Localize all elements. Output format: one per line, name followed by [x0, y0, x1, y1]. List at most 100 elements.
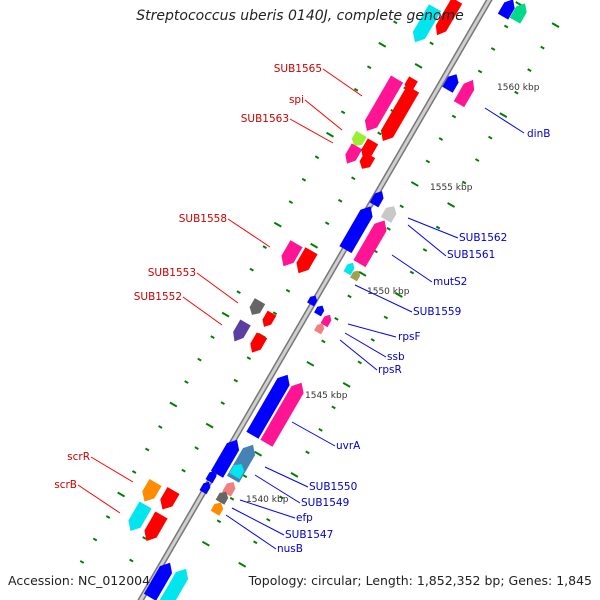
tick-mark	[399, 204, 404, 209]
tick-mark	[197, 357, 202, 362]
tick-mark	[246, 356, 252, 361]
tick-mark	[490, 47, 496, 51]
gene-arrow	[339, 206, 373, 254]
gene-arrow	[281, 240, 303, 267]
label-connectors	[77, 68, 525, 550]
gene-arrow	[199, 481, 211, 495]
gene-arrow	[260, 382, 304, 447]
tick-mark	[461, 180, 467, 185]
left-gene-labels: SUB1565 spi SUB1563 SUB1558 SUB1553 SUB1…	[54, 63, 322, 491]
gene-arrow	[246, 374, 290, 439]
label-connector-line	[354, 284, 413, 313]
scale-label-1545: 1545 kbp	[305, 391, 348, 401]
label-connector-line	[291, 421, 336, 447]
tick-mark	[477, 69, 483, 74]
gene-arrow	[205, 470, 217, 484]
label-connector-line	[344, 332, 387, 358]
tick-mark	[377, 131, 382, 136]
tick-mark	[488, 135, 493, 140]
label-connector-line	[304, 99, 343, 131]
label-connector-line	[339, 339, 378, 371]
gene-arrow	[314, 305, 325, 317]
tick-mark	[79, 560, 85, 564]
gene-arrow	[380, 206, 397, 223]
tick-mark	[527, 68, 532, 72]
tick-mark	[290, 471, 299, 478]
label-connector-line	[225, 514, 277, 550]
gene-label-SUB1559: SUB1559	[413, 306, 461, 318]
gene-label-SUB1562: SUB1562	[459, 232, 507, 244]
gene-arrow	[364, 75, 404, 131]
tick-mark	[342, 382, 351, 388]
tick-mark	[499, 112, 508, 118]
gene-label-uvrA: uvrA	[336, 440, 361, 452]
tick-mark	[337, 198, 343, 203]
tick-mark	[474, 158, 480, 162]
tick-mark	[233, 378, 239, 383]
tick-mark	[129, 558, 134, 563]
gene-features	[128, 0, 527, 600]
scale-label-1560: 1560 kbp	[497, 83, 540, 93]
tick-mark	[169, 401, 178, 408]
gene-label-SUB1549: SUB1549	[301, 497, 349, 509]
tick-mark	[321, 339, 326, 344]
tick-mark	[370, 338, 375, 342]
tick-mark	[266, 517, 271, 522]
gene-arrow	[307, 295, 318, 307]
tick-mark	[288, 200, 294, 205]
tick-mark	[249, 267, 254, 272]
tick-mark	[273, 221, 282, 228]
gene-arrow	[412, 4, 442, 43]
gene-label-SUB1552: SUB1552	[134, 291, 182, 303]
tick-mark	[301, 177, 307, 182]
gene-arrow	[442, 74, 459, 93]
gene-arrow	[215, 491, 229, 505]
gene-arrow	[380, 85, 420, 141]
tick-mark	[435, 225, 441, 230]
gene-arrow	[345, 143, 363, 164]
gene-label-SUB1550: SUB1550	[309, 481, 357, 493]
tick-mark	[210, 335, 215, 339]
tick-mark	[145, 447, 150, 452]
label-connector-line	[227, 218, 271, 248]
tick-mark	[131, 470, 137, 474]
gene-label-SUB1563: SUB1563	[241, 113, 289, 125]
tick-mark	[105, 515, 111, 519]
label-connector-line	[77, 484, 121, 514]
tick-mark	[253, 540, 258, 545]
tick-mark	[142, 536, 147, 540]
tick-mark	[394, 292, 403, 298]
gene-arrow	[296, 247, 318, 274]
tick-mark	[334, 316, 339, 321]
gene-arrow	[320, 314, 332, 328]
gene-arrow	[262, 310, 277, 327]
scale-labels: 1560 kbp 1555 kbp 1550 kbp 1545 kbp 1540…	[246, 83, 540, 505]
label-connector-line	[289, 118, 334, 144]
gene-arrow	[453, 79, 475, 108]
tick-mark	[216, 519, 222, 524]
tick-mark	[366, 65, 372, 70]
tick-mark	[201, 540, 210, 547]
gene-label-mutS2: mutS2	[433, 276, 467, 288]
tick-mark	[205, 422, 214, 429]
gene-arrow	[343, 262, 355, 276]
label-connector-line	[254, 474, 301, 504]
tick-mark	[117, 491, 126, 498]
tick-mark	[306, 360, 315, 367]
tick-mark	[158, 425, 163, 429]
gene-arrow	[250, 332, 268, 353]
gene-label-SUB1558: SUB1558	[179, 213, 227, 225]
tick-mark	[393, 20, 398, 25]
tick-mark	[326, 131, 334, 138]
tick-mark	[551, 22, 560, 29]
gene-arrow	[497, 0, 515, 20]
label-connector-line	[182, 296, 223, 326]
tick-mark	[305, 450, 310, 455]
tick-mark	[314, 155, 320, 160]
gene-arrow	[160, 486, 180, 510]
gene-label-scrB: scrB	[54, 479, 77, 491]
gene-arrow	[359, 152, 376, 169]
gene-label-efp: efp	[296, 512, 313, 524]
tick-mark	[221, 311, 230, 318]
gene-arrow	[210, 439, 240, 478]
